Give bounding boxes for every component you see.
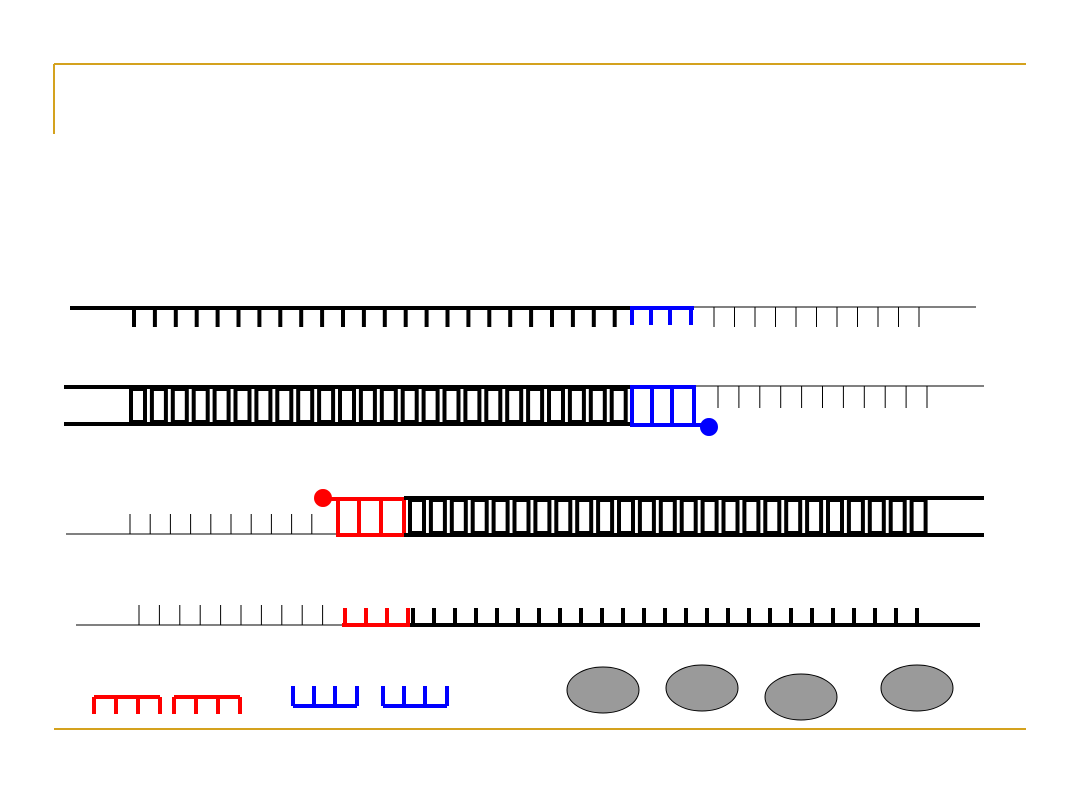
base-pair-rung (400, 387, 419, 424)
base-pair-rung (909, 498, 928, 535)
base-pair-rung (408, 498, 426, 535)
base-pair-rung (254, 387, 273, 424)
base-pair-rung (867, 498, 886, 535)
base-pair-rung (463, 387, 482, 424)
base-pair-rung (442, 387, 461, 424)
base-pair-rung (505, 387, 524, 424)
base-pair-rung (191, 387, 210, 424)
base-pair-rung (846, 498, 865, 535)
base-pair-rung (421, 387, 440, 424)
base-pair-rung (533, 498, 552, 535)
base-pair-rung (721, 498, 740, 535)
row-template-forward-primer (70, 306, 976, 327)
base-pair-rung (784, 498, 803, 535)
base-pair-rung (609, 387, 628, 424)
base-pair-rung (805, 498, 824, 535)
base-pair-rung (379, 387, 398, 424)
base-pair-rung (512, 498, 531, 535)
base-pair-rung (658, 498, 677, 535)
base-pair-rung (129, 387, 147, 424)
base-pair-rung (449, 498, 468, 535)
base-pair-rung (596, 498, 615, 535)
base-pair-rung (484, 387, 503, 424)
base-pair-rung (470, 498, 489, 535)
base-pair-rung (763, 498, 782, 535)
legend-free-reagents (92, 664, 954, 721)
polymerase-molecule (665, 664, 739, 712)
base-pair-rung (149, 387, 168, 424)
base-pair-rung (679, 498, 698, 535)
row-reverse-primer-extension (66, 489, 984, 537)
base-pair-rung (358, 387, 377, 424)
base-pair-rung (588, 387, 607, 424)
base-pair-rung (338, 387, 356, 424)
polymerase-molecule (880, 664, 954, 712)
row-forward-primer-extension (64, 385, 984, 436)
base-pair-rung (826, 498, 844, 535)
forward-primer-block (630, 385, 696, 427)
base-pair-rung (554, 498, 573, 535)
base-pair-rung (700, 498, 719, 535)
base-pair-rung (428, 498, 447, 535)
primer-5prime-label-dot (700, 418, 718, 436)
base-pair-rung (617, 498, 635, 535)
base-pair-rung (637, 498, 656, 535)
base-pair-rung (491, 498, 510, 535)
base-pair-rung (275, 387, 294, 424)
primer-5prime-label-dot (314, 489, 332, 507)
reverse-primer-block (336, 497, 406, 537)
polymerase-molecule (566, 666, 640, 714)
base-pair-rung (526, 387, 545, 424)
base-pair-rung (742, 498, 761, 535)
polymerase-molecule (764, 673, 838, 721)
base-pair-rung (296, 387, 315, 424)
base-pair-rung (233, 387, 252, 424)
base-pair-rung (567, 387, 586, 424)
base-pair-rung (547, 387, 565, 424)
base-pair-rung (170, 387, 189, 424)
base-pair-rung (212, 387, 231, 424)
base-pair-rung (575, 498, 594, 535)
base-pair-rung (888, 498, 907, 535)
row-template-reverse-primer (76, 605, 980, 627)
base-pair-rung (317, 387, 336, 424)
